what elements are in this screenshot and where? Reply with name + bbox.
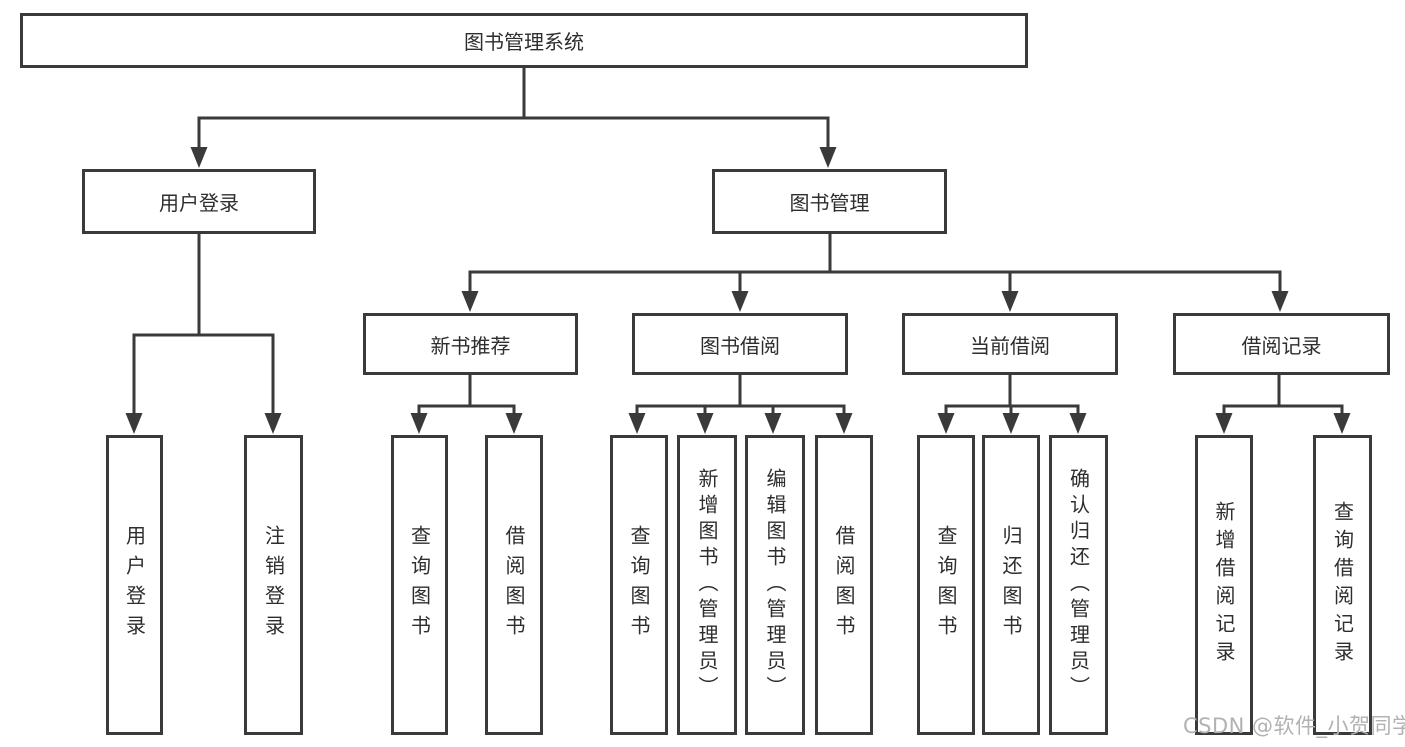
node-current-borrowing: 当前借阅 xyxy=(902,313,1118,375)
node-library-management-system: 图书管理系统 xyxy=(20,13,1028,68)
node-book-management: 图书管理 xyxy=(712,169,947,234)
leaf-add-borrow-record: 新增借阅记录 xyxy=(1195,435,1253,735)
leaf-user-login: 用户登录 xyxy=(106,435,163,735)
leaf-borrow-books-borrowing: 借阅图书 xyxy=(815,435,873,735)
watermark: CSDN @软件_小贺同学 xyxy=(1183,714,1405,738)
leaf-query-books-current: 查询图书 xyxy=(917,435,975,735)
leaf-add-books-admin: 新增图书（管理员） xyxy=(677,435,737,735)
node-new-book-recommendation: 新书推荐 xyxy=(363,313,578,375)
arrowheads xyxy=(125,147,1351,434)
leaf-borrow-books-recommend: 借阅图书 xyxy=(485,435,543,735)
leaf-query-books-borrowing: 查询图书 xyxy=(610,435,668,735)
node-borrowing-records: 借阅记录 xyxy=(1173,313,1390,375)
node-user-login: 用户登录 xyxy=(82,169,316,234)
leaf-query-books-recommend: 查询图书 xyxy=(391,435,448,735)
leaf-query-borrow-record: 查询借阅记录 xyxy=(1313,435,1372,735)
leaf-logout: 注销登录 xyxy=(244,435,303,735)
leaf-return-books: 归还图书 xyxy=(982,435,1040,735)
leaf-edit-books-admin: 编辑图书（管理员） xyxy=(745,435,805,735)
leaf-confirm-return-admin: 确认归还（管理员） xyxy=(1049,435,1108,735)
node-book-borrowing: 图书借阅 xyxy=(632,313,848,375)
